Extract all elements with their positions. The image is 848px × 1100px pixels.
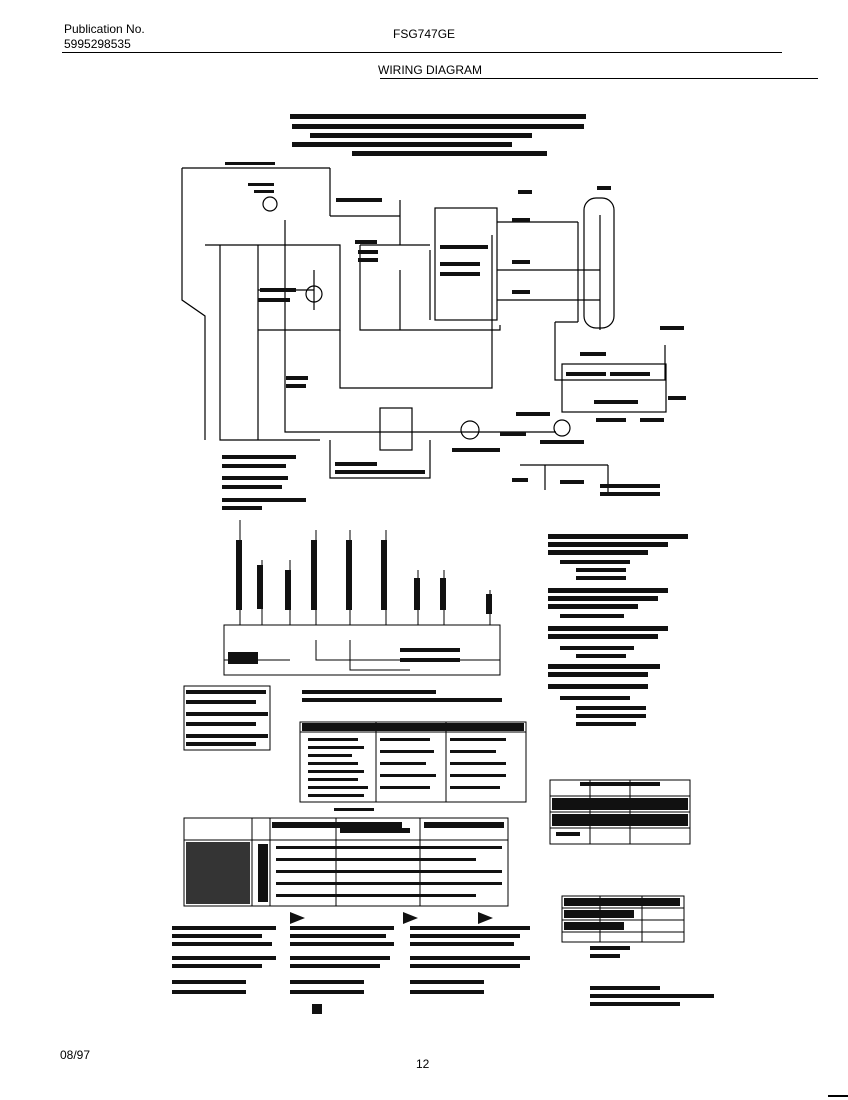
- switch-table-bottom-text: [564, 898, 714, 1006]
- switch-table-bottom: [561, 895, 685, 943]
- caution-text-block: [290, 114, 586, 156]
- notes-column: [548, 534, 688, 726]
- legend-table-text: [302, 723, 524, 811]
- model-number: FSG747GE: [393, 27, 456, 41]
- section-title: WIRING DIAGRAM: [378, 63, 482, 77]
- switch-table-top: [549, 779, 691, 845]
- footer-date: 08/97: [60, 1048, 91, 1062]
- publication-label: Publication No.: [64, 22, 145, 36]
- publication-number: 5995298535: [64, 37, 131, 51]
- cycle-chart-bars: [186, 822, 504, 904]
- legend-table: [299, 721, 527, 803]
- cycle-chart-notes: [172, 912, 530, 1014]
- page-number: 12: [416, 1057, 430, 1071]
- schematic-labels: [222, 162, 686, 510]
- harness-labels: [186, 540, 502, 746]
- harness-note-box: [183, 685, 271, 751]
- main-schematic: [181, 167, 667, 495]
- cycle-chart: [183, 817, 509, 907]
- header-rule: [62, 52, 782, 53]
- switch-table-top-text: [552, 782, 688, 836]
- title-rule: [380, 78, 818, 79]
